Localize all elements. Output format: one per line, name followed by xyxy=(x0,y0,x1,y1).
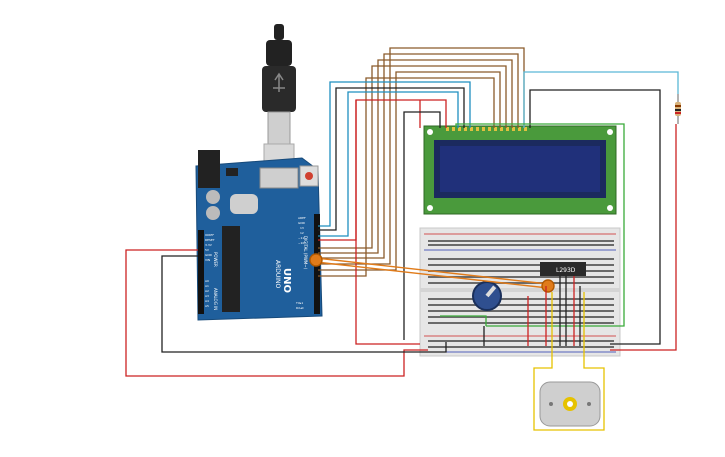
pin-a0-label: A0 xyxy=(205,279,209,283)
pin-tx-label: TX▸1 xyxy=(295,301,303,305)
pin-11-label: ~11 xyxy=(298,236,304,240)
pin-a5-label: A5 xyxy=(205,304,209,308)
breadboard-holes xyxy=(428,240,614,348)
wires-yellow[interactable] xyxy=(533,292,605,431)
lcd-display[interactable] xyxy=(423,125,617,215)
potentiometer[interactable] xyxy=(472,281,502,311)
pin-a1-label: A1 xyxy=(205,284,209,288)
pin-ioref-label: IOREF xyxy=(205,233,214,237)
wires-chip[interactable] xyxy=(440,276,581,346)
pin-reset-label: RESET xyxy=(205,238,215,242)
wires-blue[interactable] xyxy=(318,81,471,237)
analog-label: ANALOG IN xyxy=(213,288,218,310)
pin-a4-label: A4 xyxy=(205,299,209,303)
resistor[interactable] xyxy=(675,94,681,124)
arduino-board[interactable]: ARDUINO UNO DIGITAL (PWM~) POWER ANALOG … xyxy=(195,150,323,321)
lcd-header-pins xyxy=(446,127,527,131)
digital-label: DIGITAL (PWM~) xyxy=(303,236,308,270)
pin-aref-label: AREF xyxy=(298,216,306,220)
power-label: POWER xyxy=(213,252,218,267)
pin-vin-label: VIN xyxy=(205,258,210,262)
pin-5v-label: 5V xyxy=(205,248,210,252)
pin-a2-label: A2 xyxy=(205,289,209,293)
wires-green[interactable] xyxy=(455,123,625,327)
pin-gnd-label: GND xyxy=(298,221,306,225)
pin-gnd2-label: GND xyxy=(205,253,213,257)
wires-lightblue[interactable] xyxy=(523,71,679,128)
wires-red[interactable] xyxy=(125,99,677,377)
wires-black[interactable] xyxy=(161,87,661,353)
motor-driver-chip[interactable]: L293D xyxy=(540,262,586,276)
pin-rx-label: RX◂0 xyxy=(296,306,304,310)
chip-label: L293D xyxy=(556,267,576,274)
brand-label: ARDUINO xyxy=(274,260,281,289)
dc-motor[interactable] xyxy=(539,381,601,427)
pin-12-label: 12 xyxy=(300,231,304,235)
pin-10-label: ~10 xyxy=(298,241,304,245)
pin-13-label: 13 xyxy=(300,226,304,230)
wires-orange[interactable] xyxy=(309,253,555,293)
breadboard[interactable] xyxy=(419,227,621,357)
model-label: UNO xyxy=(281,268,292,293)
pin-33v-label: 3.3V xyxy=(205,243,213,247)
pin-a3-label: A3 xyxy=(205,294,209,298)
